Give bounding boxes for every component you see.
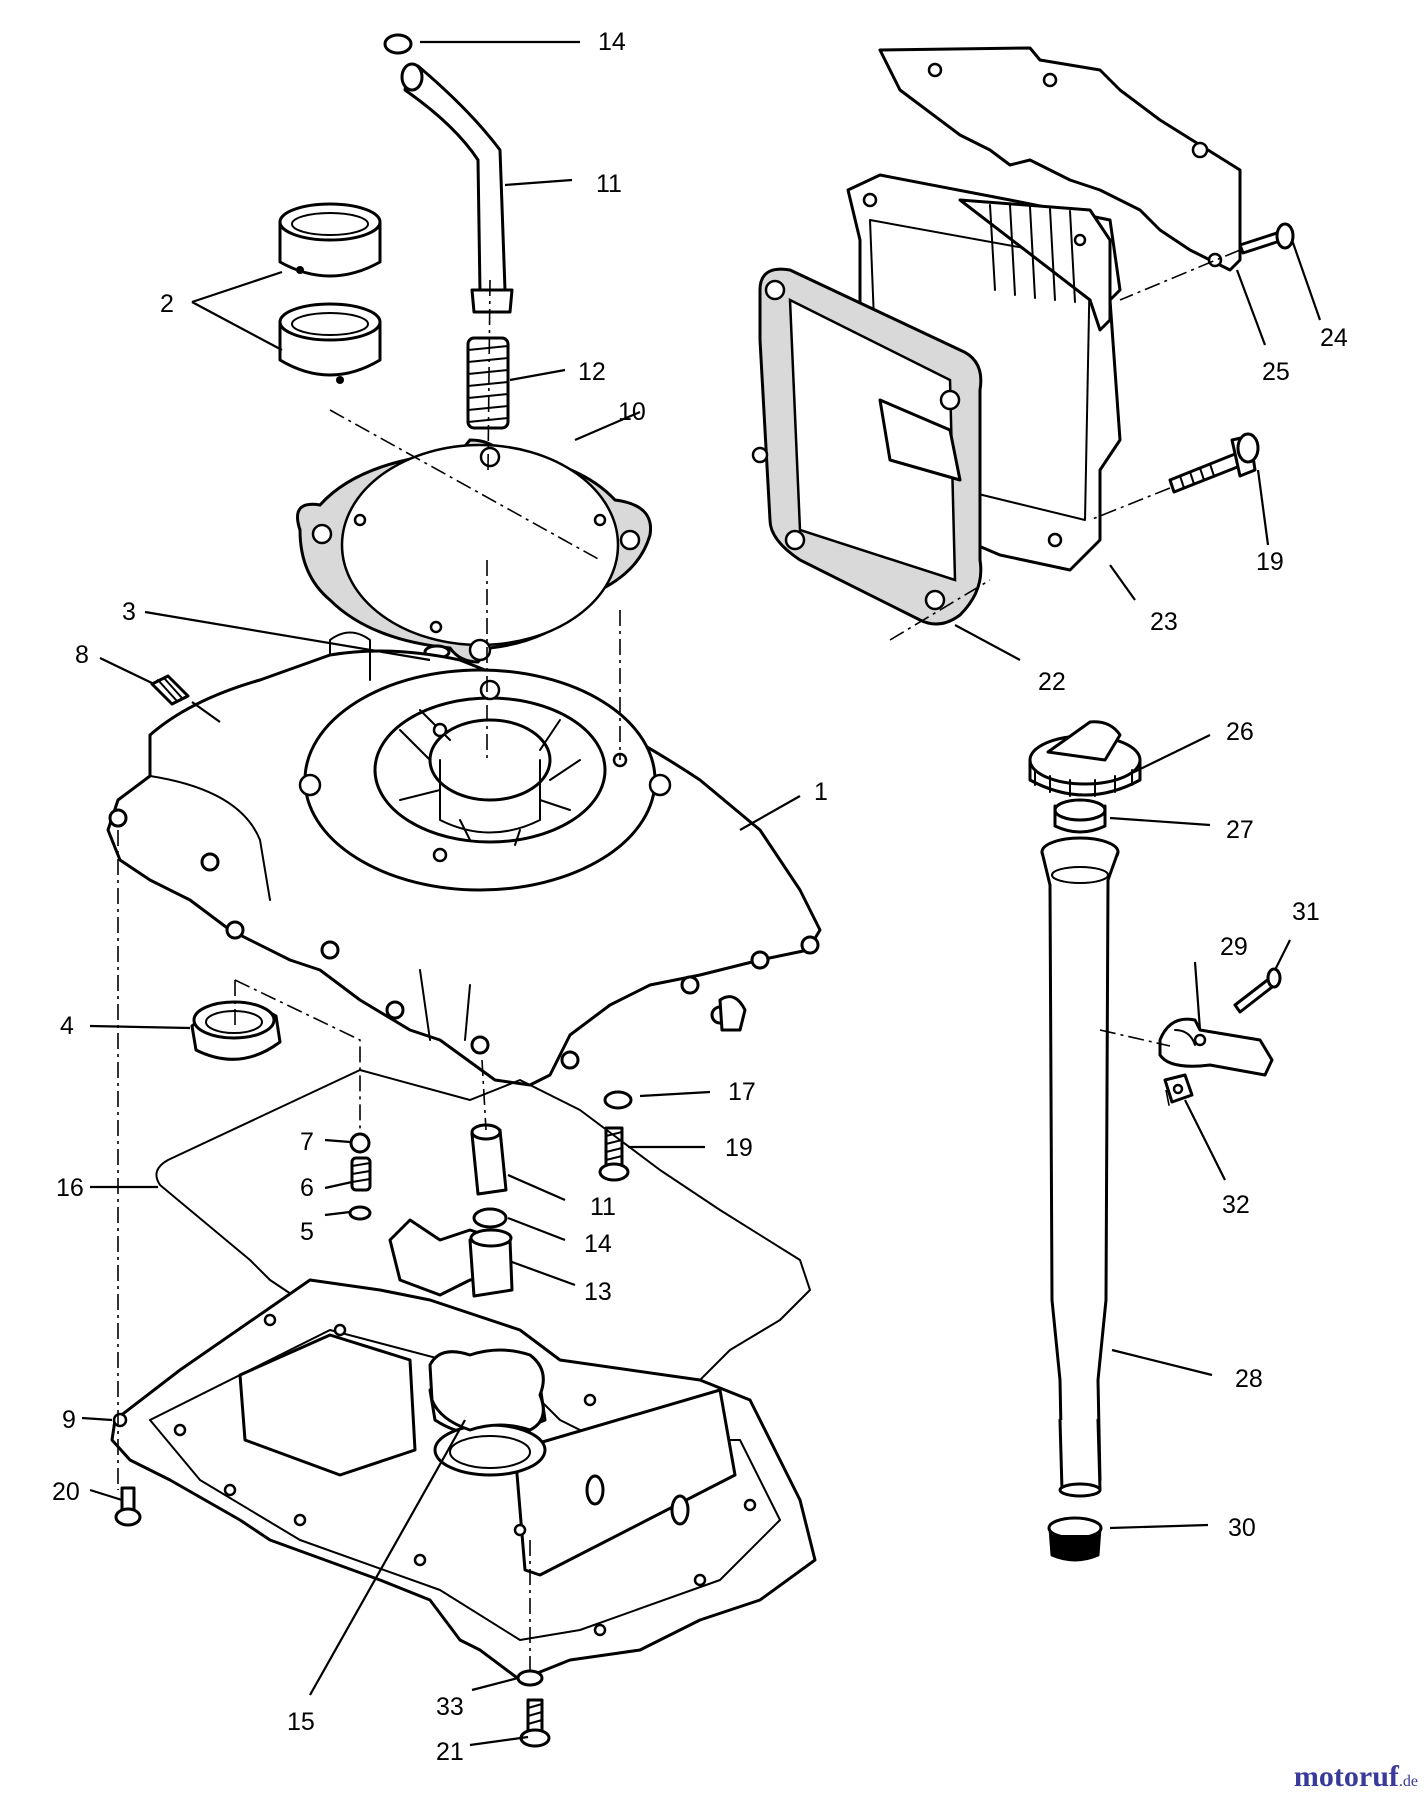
callout-11-top: 11	[596, 170, 622, 198]
callout-8: 8	[75, 641, 89, 669]
callout-32: 32	[1222, 1191, 1250, 1219]
callout-6: 6	[300, 1174, 314, 1202]
bearing-2-upper	[278, 202, 382, 278]
shield-25	[878, 46, 1242, 272]
screw-20	[114, 1486, 142, 1527]
callout-15: 15	[287, 1708, 315, 1736]
o-ring-14-top	[383, 33, 413, 55]
callout-29: 29	[1220, 933, 1248, 961]
nut-32	[1163, 1073, 1194, 1104]
breather-tube-11	[400, 62, 514, 314]
callout-23: 23	[1150, 608, 1178, 636]
callout-14-lower: 14	[584, 1230, 612, 1258]
callout-27: 27	[1226, 816, 1254, 844]
watermark-brand: motoruf	[1293, 1760, 1399, 1793]
screw-19-lower	[598, 1126, 630, 1182]
callout-24: 24	[1320, 324, 1348, 352]
gasket-22	[751, 267, 983, 626]
callout-26: 26	[1226, 718, 1254, 746]
ring-5	[348, 1205, 372, 1221]
callout-5: 5	[300, 1218, 314, 1246]
dipstick-cap-26	[1028, 720, 1142, 797]
callout-9: 9	[62, 1406, 76, 1434]
callout-33: 33	[436, 1693, 464, 1721]
oil-pickup-13	[388, 1218, 514, 1298]
o-ring-27	[1053, 798, 1107, 834]
screw-24	[1238, 222, 1295, 255]
plug-30	[1047, 1516, 1103, 1562]
callout-22: 22	[1038, 668, 1066, 696]
callout-labels: 14 11 2 12 10 3 8 1 4 17 7 19 6 16 11 5 …	[52, 28, 1348, 1766]
ball-7	[349, 1132, 371, 1154]
tube-11-lower	[470, 1123, 508, 1196]
callout-11-lower: 11	[590, 1193, 616, 1221]
callout-25: 25	[1262, 358, 1290, 386]
oil-pan-9	[110, 1278, 817, 1682]
callout-30: 30	[1228, 1514, 1256, 1542]
callout-19-lower: 19	[725, 1134, 753, 1162]
assembly-lines	[117, 249, 1241, 1672]
screw-31	[1233, 967, 1282, 1014]
callout-14-top: 14	[598, 28, 626, 56]
callout-3: 3	[122, 598, 136, 626]
callout-12: 12	[578, 358, 606, 386]
leader-lines	[81, 40, 1322, 1747]
spring-12	[466, 336, 510, 430]
dipstick-tube-28	[1040, 836, 1120, 1498]
screw-21	[519, 1698, 551, 1748]
callout-20: 20	[52, 1478, 80, 1506]
gasket-10	[296, 438, 653, 664]
callout-19-upper: 19	[1256, 548, 1284, 576]
callout-4: 4	[60, 1012, 74, 1040]
callout-17: 17	[728, 1078, 756, 1106]
screen-15	[428, 1348, 545, 1432]
washer-17	[603, 1090, 633, 1110]
bearing-2-lower	[278, 302, 382, 384]
screw-19-upper	[1168, 432, 1260, 494]
callout-13: 13	[584, 1278, 612, 1306]
watermark-logo: motoruf.de	[1294, 1760, 1418, 1794]
callout-31: 31	[1292, 898, 1320, 926]
callout-28: 28	[1235, 1365, 1263, 1393]
callout-1: 1	[814, 778, 828, 806]
callout-21: 21	[436, 1738, 464, 1766]
crankcase-cover-1	[106, 631, 822, 1087]
washer-33	[516, 1669, 544, 1687]
callout-10: 10	[618, 398, 646, 426]
plug-8	[150, 674, 190, 706]
clamp-29	[1158, 1017, 1274, 1077]
seal-4	[190, 1000, 282, 1061]
callout-2: 2	[160, 290, 174, 318]
o-ring-14-lower	[472, 1207, 508, 1229]
spring-6	[350, 1156, 372, 1192]
callout-16: 16	[56, 1174, 84, 1202]
callout-7: 7	[300, 1128, 314, 1156]
watermark-tld: .de	[1398, 1773, 1418, 1790]
